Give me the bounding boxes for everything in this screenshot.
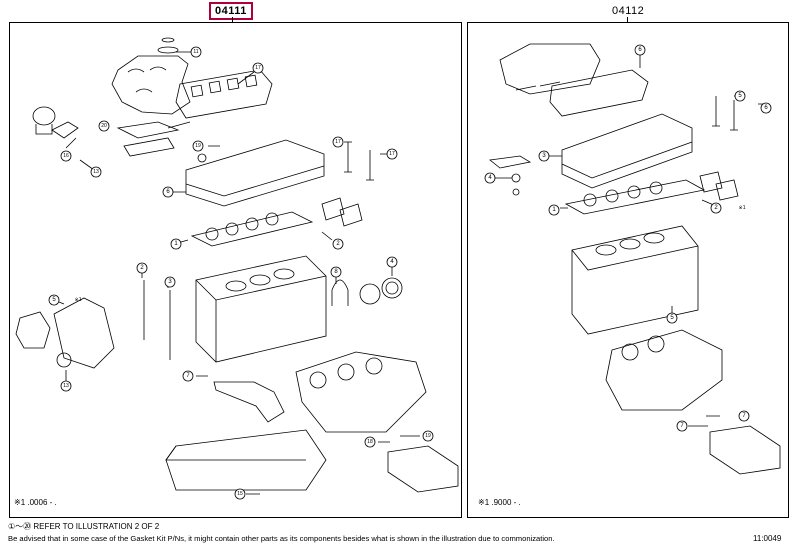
right-range-note: ※1 .9000 - .	[478, 498, 521, 507]
left-callout-14: 4	[390, 259, 394, 265]
intake-manifold-right	[499, 43, 601, 95]
left-callout-16: ※1	[74, 297, 82, 303]
valve-cover-left	[185, 139, 325, 207]
left-range-note: ※1 .0006 - .	[14, 498, 57, 507]
intake-manifold-upper	[111, 55, 191, 115]
left-callout-10: 2	[336, 241, 340, 247]
right-callout-1: 5	[738, 93, 742, 99]
range-reference: ①～⑳ REFER TO ILLUSTRATION 2 OF 2	[8, 522, 160, 531]
left-callout-11: 2	[140, 265, 144, 271]
right-callout-10: 7	[742, 413, 746, 419]
left-callout-17: 13	[63, 383, 69, 389]
left-callout-7: 17	[389, 151, 395, 157]
right-callout-5: 1	[552, 207, 556, 213]
left-callout-20: 19	[425, 433, 431, 439]
exhaust-manifold-left	[295, 351, 427, 433]
left-callout-19: 18	[367, 439, 373, 445]
right-callout-2: 6	[764, 105, 768, 111]
left-callout-3: 16	[63, 153, 69, 159]
exhaust-manifold-right	[605, 329, 723, 411]
left-callout-5: 19	[195, 143, 201, 149]
left-callout-6: 17	[335, 139, 341, 145]
left-callout-15: 5	[52, 297, 56, 303]
code-right-tick	[627, 17, 628, 23]
left-callout-12: 3	[168, 279, 172, 285]
diagram-panel-right	[467, 22, 789, 518]
right-callout-8: 5	[670, 315, 674, 321]
right-callout-0: 6	[638, 47, 642, 53]
right-callout-7: ※1	[738, 205, 746, 211]
left-callout-8: 6	[166, 189, 170, 195]
left-callout-18: 7	[186, 373, 190, 379]
left-callout-9: 1	[174, 241, 178, 247]
advisory-text: Be advised that in some case of the Gask…	[8, 534, 555, 543]
left-callout-1: 17	[255, 65, 261, 71]
left-callout-21: 15	[237, 491, 243, 497]
gasket-ring-top	[157, 46, 179, 54]
group-code-left: 04111	[209, 2, 253, 20]
left-callout-13: 8	[334, 269, 338, 275]
cylinder-block-right	[571, 225, 699, 335]
right-callout-6: 2	[714, 205, 718, 211]
head-gasket-right	[564, 179, 706, 215]
page-code: 11:0049	[753, 534, 782, 543]
right-callout-9: 7	[680, 423, 684, 429]
group-code-right: 04112	[612, 5, 645, 17]
oil-strainer	[213, 381, 285, 423]
right-callout-4: 4	[488, 175, 492, 181]
code-left-tick	[232, 17, 233, 23]
right-callout-3: 3	[542, 153, 546, 159]
valve-cover-right	[561, 113, 693, 189]
left-callout-2: 20	[101, 123, 107, 129]
head-gasket-left	[190, 211, 314, 247]
left-callout-0: 11	[193, 49, 199, 55]
left-callout-4: 13	[93, 169, 99, 175]
manifold-gasket	[175, 69, 273, 119]
diagram-panel-left	[9, 22, 462, 518]
cylinder-block-left	[195, 255, 327, 363]
